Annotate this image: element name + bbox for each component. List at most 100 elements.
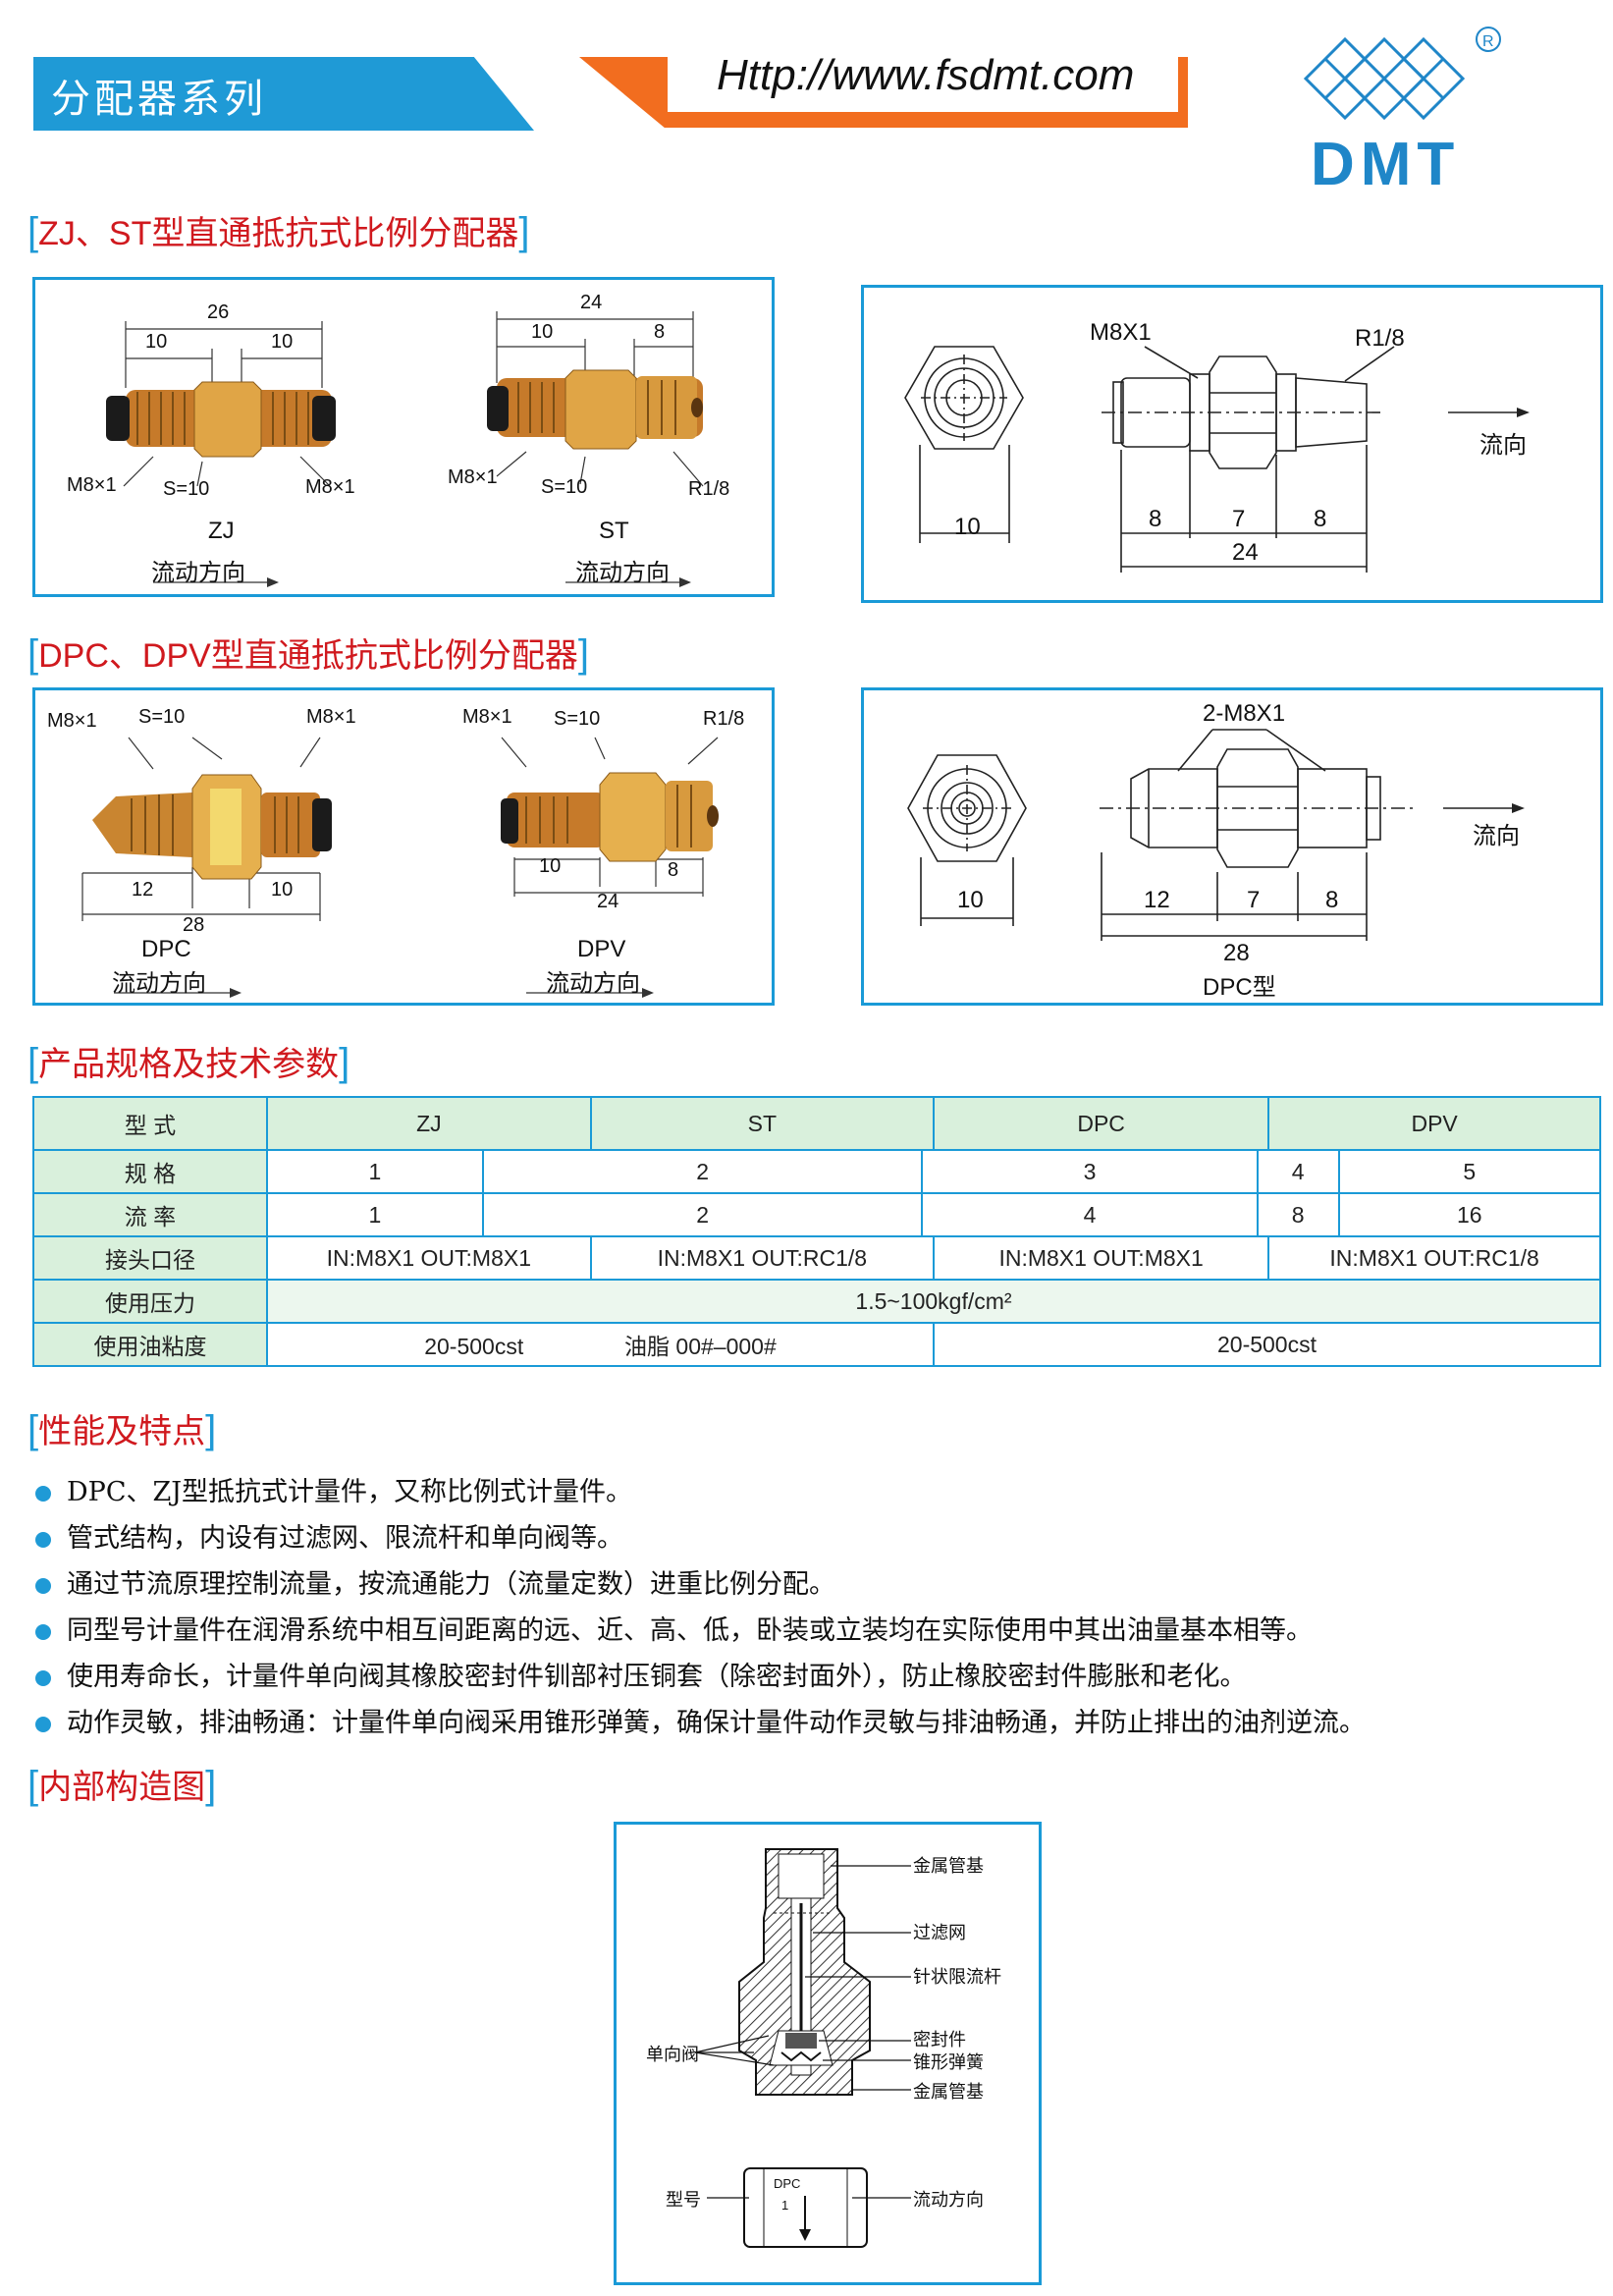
table-row-viscosity: 使用油粘度 20-500cst 油脂 00#–000# 20-500cst: [32, 1322, 1602, 1367]
st-dim-total: 24: [580, 292, 603, 313]
zj-drawing-dim-1: 8: [1149, 506, 1162, 532]
url-box: [668, 53, 1178, 112]
row-label-size: 规 格: [32, 1149, 268, 1194]
table-row-connection: 接头口径 IN:M8X1 OUT:M8X1 IN:M8X1 OUT:RC1/8 …: [32, 1235, 1601, 1281]
row-label-rate: 流 率: [32, 1192, 268, 1237]
table-cell: 2: [481, 1149, 924, 1194]
list-item: 使用寿命长，计量件单向阀其橡胶密封件钏部衬压铜套（除密封面外），防止橡胶密封件膨…: [35, 1655, 1247, 1693]
bullet-icon: [35, 1577, 51, 1594]
dpc-thread-right: M8×1: [306, 706, 356, 728]
zj-drawing-dim-3: 8: [1314, 506, 1327, 532]
table-cell: IN:M8X1 OUT:M8X1: [266, 1235, 592, 1281]
dmt-logo-icon: R: [1303, 27, 1501, 121]
st-dim-right: 8: [654, 321, 666, 343]
dpc-dim-right: 10: [271, 879, 294, 901]
zj-drawing-hex-width: 10: [954, 514, 981, 540]
label-seal: 密封件: [913, 2030, 966, 2050]
table-cell: 5: [1337, 1149, 1602, 1194]
row-label-pressure: 使用压力: [32, 1279, 268, 1324]
dpc-drawing-thread: 2-M8X1: [1203, 700, 1286, 727]
row-label-model: 型 式: [32, 1096, 268, 1151]
dpv-flow-label: 流动方向: [546, 970, 640, 997]
section-title-spec: [产品规格及技术参数]: [27, 1041, 350, 1084]
zj-technical-drawing: [904, 346, 1530, 573]
zj-drawing-panel: M8X1 R1/8 流向 10 8 7 8 24: [861, 285, 1603, 603]
label-filter: 过滤网: [913, 1923, 966, 1942]
website-url[interactable]: Http://www.fsdmt.com: [717, 51, 1135, 99]
internal-cross-section-drawing: [694, 1848, 911, 2248]
list-item: 动作灵敏，排油畅通：计量件单向阀采用锥形弹簧，确保计量件动作灵敏与排油畅通，并防…: [35, 1701, 1366, 1739]
zj-name: ZJ: [208, 518, 235, 544]
series-title: 分配器系列: [51, 77, 267, 122]
st-thread-left: M8×1: [448, 466, 498, 488]
dpc-drawing-flow: 流向: [1473, 823, 1520, 849]
table-cell: 1: [266, 1149, 484, 1194]
list-item: 通过节流原理控制流量，按流通能力（流量定数）进重比例分配。: [35, 1562, 835, 1601]
label-needle: 针状限流杆: [913, 1967, 1001, 1987]
zj-st-dimension-lines: [106, 311, 704, 587]
zj-flow-label: 流动方向: [151, 560, 245, 586]
zj-dim-left: 10: [145, 331, 168, 353]
dpc-thread-left: M8×1: [47, 710, 97, 732]
bullet-icon: [35, 1623, 51, 1640]
dpc-drawing-hex-width: 10: [957, 887, 984, 913]
dpc-drawing-caption: DPC型: [1203, 974, 1276, 1001]
bullet-icon: [35, 1716, 51, 1732]
table-cell: 20-500cst 油脂 00#–000#: [266, 1322, 935, 1367]
stamp-model: DPC: [774, 2176, 801, 2191]
dpv-dim-right: 8: [668, 859, 679, 881]
section-title-zj-st: [ZJ、ST型直通抵抗式比例分配器]: [27, 210, 530, 253]
dpv-thread-right: R1/8: [703, 708, 745, 730]
zj-hex: S=10: [163, 478, 210, 500]
table-cell: DPV: [1267, 1096, 1601, 1151]
label-spring: 锥形弹簧: [913, 2052, 984, 2072]
table-cell: 16: [1337, 1192, 1602, 1237]
registered-mark-icon: R: [1482, 33, 1494, 50]
zj-thread-left: M8×1: [67, 474, 117, 496]
st-thread-right: R1/8: [688, 478, 730, 500]
logo-text: DMT: [1311, 131, 1461, 198]
dpv-thread-left: M8×1: [462, 706, 512, 728]
row-label-viscosity: 使用油粘度: [32, 1322, 268, 1367]
list-item: 管式结构，内设有过滤网、限流杆和单向阀等。: [35, 1516, 623, 1555]
table-cell: 3: [921, 1149, 1259, 1194]
zj-drawing-total: 24: [1232, 539, 1259, 566]
label-base-bottom: 金属管基: [913, 2082, 984, 2102]
dpv-hex: S=10: [554, 708, 601, 730]
section-title-dpc-dpv: [DPC、DPV型直通抵抗式比例分配器]: [27, 632, 589, 676]
zj-dim-right: 10: [271, 331, 294, 353]
dpc-drawing-panel: 2-M8X1 流向 10 12 7 8 28 DPC型: [861, 687, 1603, 1006]
table-row-rate: 流 率 1 2 4 8 16: [32, 1192, 1602, 1237]
table-cell: 8: [1256, 1192, 1340, 1237]
table-cell: 1: [266, 1192, 484, 1237]
zj-drawing-dim-2: 7: [1232, 506, 1246, 532]
zj-drawing-thread-right: R1/8: [1355, 325, 1405, 352]
zj-drawing-thread-left: M8X1: [1090, 319, 1152, 346]
label-flow-direction: 流动方向: [913, 2190, 984, 2210]
dpc-flow-label: 流动方向: [112, 970, 206, 997]
table-cell: IN:M8X1 OUT:RC1/8: [589, 1235, 935, 1281]
bullet-icon: [35, 1531, 51, 1548]
section-title-features: [性能及特点]: [27, 1408, 217, 1451]
table-cell: 1.5~100kgf/cm²: [266, 1279, 1601, 1324]
table-row-size: 规 格 1 2 3 4 5: [32, 1149, 1602, 1194]
dpc-dim-total: 28: [183, 914, 205, 936]
dpc-dpv-dimension-lines: [81, 737, 719, 998]
table-cell: IN:M8X1 OUT:RC1/8: [1267, 1235, 1601, 1281]
viscosity-oil: 20-500cst: [424, 1334, 524, 1359]
table-cell: ST: [589, 1096, 935, 1151]
dpv-dim-total: 24: [597, 891, 619, 912]
zj-thread-right: M8×1: [305, 476, 355, 498]
table-cell: IN:M8X1 OUT:M8X1: [932, 1235, 1270, 1281]
dpc-drawing-total: 28: [1223, 940, 1250, 966]
table-cell: 2: [481, 1192, 924, 1237]
section-title-internal: [内部构造图]: [27, 1764, 217, 1807]
dpc-drawing-dim-3: 8: [1325, 887, 1339, 913]
dpc-name: DPC: [141, 936, 191, 962]
list-item: 同型号计量件在润滑系统中相互间距离的远、近、高、低，卧装或立装均在实际使用中其出…: [35, 1609, 1313, 1647]
table-cell: 20-500cst: [932, 1322, 1602, 1367]
dpc-dim-left: 12: [132, 879, 154, 901]
table-cell: ZJ: [266, 1096, 592, 1151]
st-flow-label: 流动方向: [575, 560, 670, 586]
zj-drawing-flow: 流向: [1479, 432, 1527, 459]
